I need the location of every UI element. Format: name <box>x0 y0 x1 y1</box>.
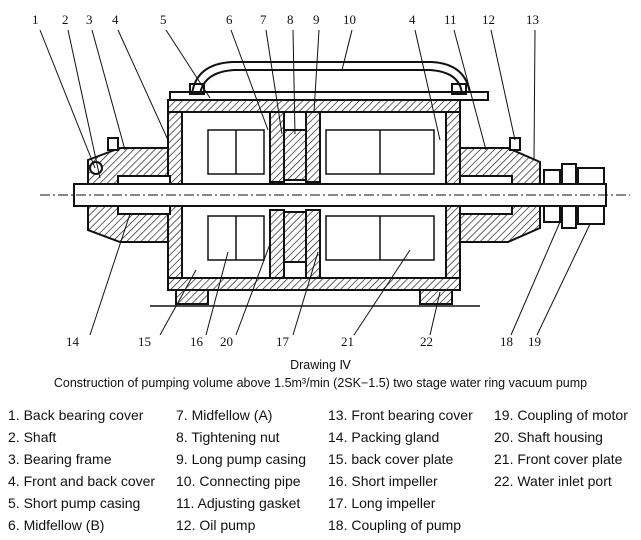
legend-item: 20. Shaft housing <box>494 429 603 445</box>
callout-5: 5 <box>160 12 167 27</box>
callout-8: 8 <box>287 12 294 27</box>
legend-item: 15. back cover plate <box>328 451 454 467</box>
legend-item: 12. Oil pump <box>176 517 256 533</box>
legend-item: 14. Packing gland <box>328 429 440 445</box>
legend-item: 2. Shaft <box>8 429 57 445</box>
callout-1: 1 <box>32 12 39 27</box>
pump-cross-section-drawing: 1 2 3 4 5 6 7 8 9 10 4 11 12 13 14 15 16… <box>32 12 630 349</box>
callout-4-left: 4 <box>112 12 119 27</box>
callout-12: 12 <box>482 12 495 27</box>
callout-14: 14 <box>66 334 80 349</box>
callout-7: 7 <box>260 12 267 27</box>
legend-item: 3. Bearing frame <box>8 451 112 467</box>
legend-item: 22. Water inlet port <box>494 473 612 489</box>
drawing-subtitle: Construction of pumping volume above 1.5… <box>53 376 588 390</box>
impellers <box>207 129 435 261</box>
callout-6: 6 <box>226 12 233 27</box>
shaft <box>40 183 630 207</box>
legend-column-1: 1. Back bearing cover 2. Shaft 3. Bearin… <box>8 404 155 536</box>
legend-item: 1. Back bearing cover <box>8 407 144 423</box>
callout-2: 2 <box>62 12 69 27</box>
legend-column-2: 7. Midfellow (A) 8. Tightening nut 9. Lo… <box>176 404 306 536</box>
callout-17: 17 <box>276 334 290 349</box>
legend-item: 17. Long impeller <box>328 495 436 511</box>
legend-column-3: 13. Front bearing cover 14. Packing glan… <box>328 404 473 536</box>
legend-item: 5. Short pump casing <box>8 495 141 511</box>
callout-16: 16 <box>190 334 204 349</box>
callout-20: 20 <box>220 334 233 349</box>
legend-column-4: 19. Coupling of motor 20. Shaft housing … <box>494 404 628 492</box>
legend-item: 13. Front bearing cover <box>328 407 473 423</box>
callout-13: 13 <box>526 12 539 27</box>
leader-lines <box>39 29 591 336</box>
legend-item: 6. Midfellow (B) <box>8 517 105 533</box>
legend-item: 21. Front cover plate <box>494 451 623 467</box>
legend-item: 19. Coupling of motor <box>494 407 628 423</box>
legend-item: 7. Midfellow (A) <box>176 407 273 423</box>
legend-item: 10. Connecting pipe <box>176 473 301 489</box>
callout-22: 22 <box>420 334 433 349</box>
callout-9: 9 <box>313 12 320 27</box>
connecting-pipe <box>169 61 489 101</box>
drawing-title: Drawing Ⅳ <box>290 358 351 372</box>
legend-item: 9. Long pump casing <box>176 451 306 467</box>
callout-11: 11 <box>444 12 457 27</box>
legend-item: 18. Coupling of pump <box>328 517 462 533</box>
callout-4-right: 4 <box>409 12 416 27</box>
callout-21: 21 <box>341 334 354 349</box>
legend-item: 11. Adjusting gasket <box>176 495 301 511</box>
base-feet <box>150 289 480 307</box>
callout-3: 3 <box>86 12 93 27</box>
callout-15: 15 <box>138 334 151 349</box>
legend-item: 16. Short impeller <box>328 473 438 489</box>
callout-19: 19 <box>528 334 541 349</box>
callout-18: 18 <box>500 334 513 349</box>
legend-item: 8. Tightening nut <box>176 429 280 445</box>
callout-10: 10 <box>343 12 356 27</box>
callout-numbers: 1 2 3 4 5 6 7 8 9 10 4 11 12 13 14 15 16… <box>32 12 541 349</box>
legend-item: 4. Front and back cover <box>8 473 156 489</box>
